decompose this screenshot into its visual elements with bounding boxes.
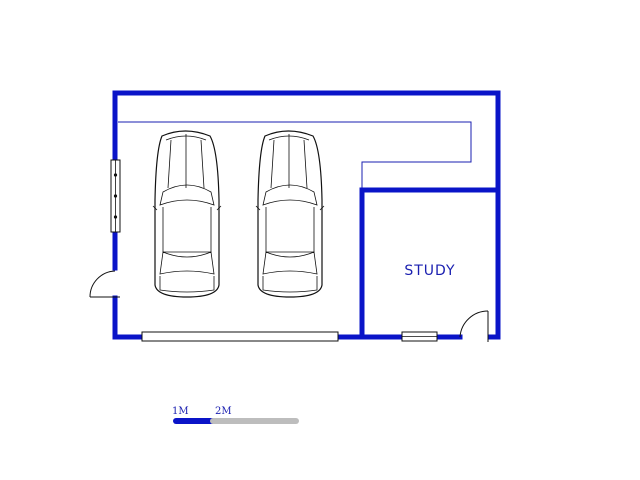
inner-outline bbox=[118, 121, 472, 188]
study-partition bbox=[359, 187, 501, 340]
garage-door bbox=[141, 331, 339, 342]
scale-label-1m: 1M bbox=[172, 406, 189, 417]
window-left bbox=[110, 159, 121, 233]
scale-label-2m: 2M bbox=[215, 406, 232, 417]
study-door bbox=[459, 310, 489, 342]
window-study bbox=[401, 331, 438, 342]
side-door bbox=[89, 270, 120, 298]
car-1 bbox=[152, 130, 222, 298]
scale-bar: 1M 2M bbox=[172, 406, 299, 424]
car-2 bbox=[255, 130, 325, 298]
room-label-study: STUDY bbox=[404, 263, 455, 279]
